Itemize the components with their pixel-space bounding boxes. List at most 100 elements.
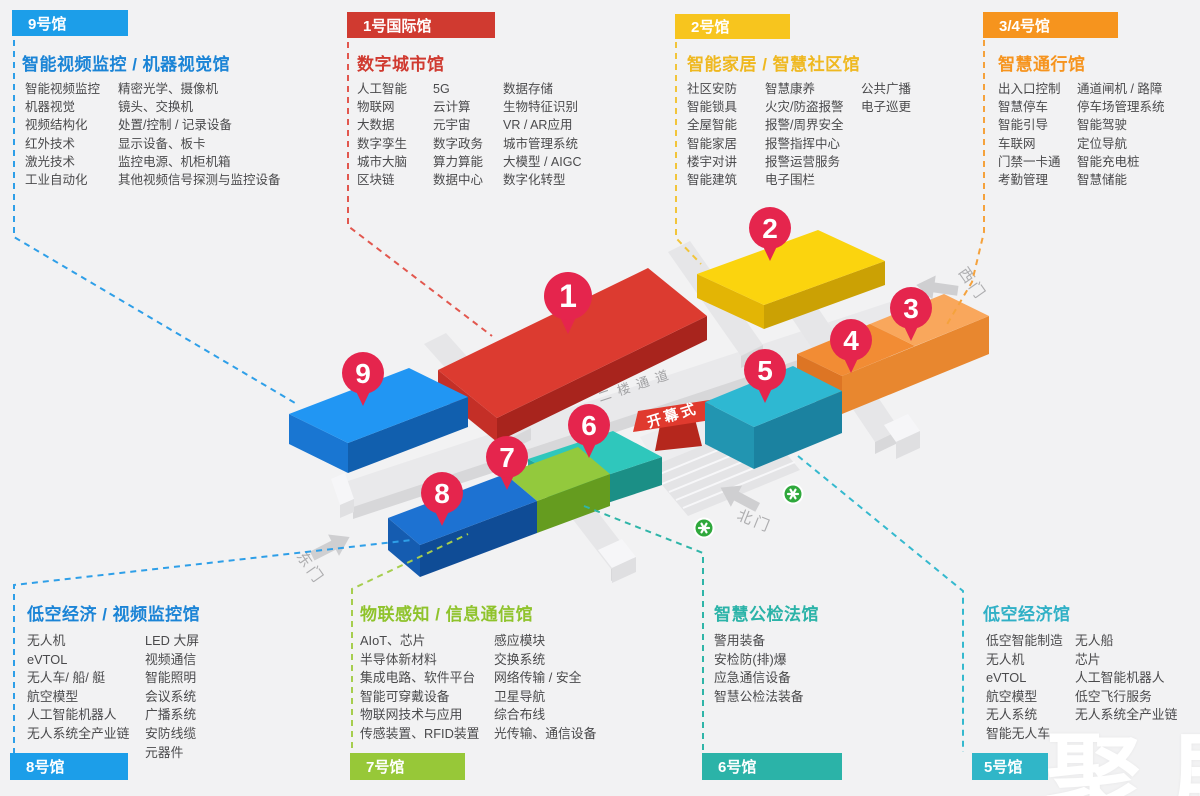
list-item: 电子围栏 (765, 173, 816, 188)
list-item: 大模型 / AIGC (503, 154, 582, 169)
list-item: 综合布线 (494, 707, 546, 723)
list-item: 会议系统 (145, 688, 197, 704)
hall-9-marker: 9 (342, 352, 384, 406)
list-item: 智慧储能 (1077, 173, 1128, 188)
connector-hall5 (797, 455, 964, 752)
list-item: 广播系统 (145, 707, 197, 723)
list-item: 停车场管理系统 (1077, 100, 1165, 115)
hall-5-left (705, 402, 754, 469)
list-item: 报警指挥中心 (765, 136, 841, 151)
hall-5-right (754, 391, 842, 469)
list-item: 无人系统 (986, 707, 1038, 723)
list-item: 定位导航 (1077, 136, 1128, 151)
svg-text:9: 9 (355, 358, 371, 389)
list-item: 元宇宙 (433, 118, 471, 133)
list-item: 监控电源、机柜机箱 (118, 154, 231, 169)
list-item: 处置/控制 / 记录设备 (118, 118, 232, 133)
list-item: 云计算 (433, 100, 471, 115)
hall-1-top (438, 268, 707, 418)
list-item: 门禁一卡通 (998, 154, 1061, 169)
list-item: 智能充电桩 (1077, 154, 1140, 169)
list-item: 半导体新材料 (360, 651, 437, 667)
list-item: 人工智能 (357, 82, 408, 96)
list-item: 低空智能制造 (986, 633, 1063, 648)
hall6-list-col1: 警用装备安检防(排)爆应急通信设备智慧公检法装备 (714, 632, 804, 706)
list-item: eVTOL (986, 670, 1027, 686)
connector-hall7 (351, 533, 469, 748)
list-item: AIoT、芯片 (360, 633, 426, 648)
hall34-list-col1: 出入口控制智慧停车智能引导车联网门禁一卡通考勤管理 (998, 80, 1077, 189)
hall8-badge: 8号馆 (10, 753, 128, 780)
hall6-badge: 6号馆 (702, 753, 842, 780)
east-gate: 东门 (293, 534, 350, 588)
list-item: 电子巡更 (861, 100, 912, 115)
hall-7-top (505, 447, 610, 501)
list-item: 机器视觉 (25, 100, 76, 115)
hall-3-marker: 3 (890, 287, 932, 341)
list-item: eVTOL (27, 651, 68, 667)
list-item: 无人机 (986, 651, 1025, 667)
metro-icon (693, 517, 715, 539)
svg-text:2: 2 (762, 213, 778, 244)
hall2-badge: 2号馆 (675, 14, 790, 39)
list-item: 智能家居 (687, 136, 738, 151)
svg-text:6: 6 (581, 410, 597, 441)
hall-3-front (842, 316, 989, 414)
list-item: 智能锁具 (687, 100, 738, 115)
list-item: 镜头、交换机 (118, 100, 194, 115)
list-item: 城市管理系统 (503, 136, 579, 151)
hall-2-left (697, 274, 764, 329)
list-item: 智能驾驶 (1077, 118, 1128, 133)
hall8-title: 低空经济 / 视频监控馆 (27, 605, 201, 624)
hall2-title: 智能家居 / 智慧社区馆 (687, 55, 861, 74)
hall-2-right (764, 261, 885, 329)
list-item: 视频结构化 (25, 118, 88, 133)
hall2-list-col2: 智慧康养火灾/防盗报警报警/周界安全报警指挥中心报警运营服务电子围栏 (765, 80, 861, 189)
hall-8-marker: 8 (421, 472, 463, 526)
hall-9-top (289, 368, 468, 443)
hall5-badge: 5号馆 (972, 753, 1048, 780)
elevator-block-2-front (896, 431, 920, 459)
hall34-title: 智慧通行馆 (998, 55, 1086, 74)
hall5-list-col2: 无人船芯片人工智能机器人低空飞行服务无人系统全产业链 (1075, 632, 1177, 744)
hall9-list-col1: 智能视频监控机器视觉视频结构化红外技术激光技术工业自动化 (25, 80, 118, 189)
hall9-list-col2: 精密光学、摄像机镜头、交换机处置/控制 / 记录设备显示设备、板卡监控电源、机柜… (118, 80, 281, 189)
hall-5-block (705, 366, 842, 469)
svg-text:3: 3 (903, 293, 919, 324)
list-item: 智能无人车 (986, 725, 1050, 741)
hall2-list-col3: 公共广播电子巡更 (861, 80, 911, 189)
north-gate-label: 北门 (735, 507, 775, 536)
list-item: 感应模块 (494, 633, 546, 648)
connector-hall8 (13, 539, 413, 754)
svg-text:1: 1 (559, 278, 577, 314)
hall-3-top (870, 294, 989, 346)
list-item: 出入口控制 (998, 82, 1061, 96)
list-item: 报警/周界安全 (765, 118, 844, 133)
hall-5-top (705, 366, 842, 427)
list-item: 航空模型 (27, 688, 79, 704)
list-item: 卫星导航 (494, 688, 546, 704)
list-item: 算力算能 (433, 154, 484, 169)
hall-2-top (697, 230, 885, 305)
list-item: 智能建筑 (687, 173, 738, 188)
list-item: 城市大脑 (357, 154, 408, 169)
hall7-title: 物联感知 / 信息通信馆 (360, 605, 534, 624)
list-item: 元器件 (145, 744, 184, 760)
list-item: 无人系统全产业链 (1075, 707, 1178, 723)
hall-7-block (505, 447, 610, 533)
list-item: 生物特征识别 (503, 100, 579, 115)
svg-text:4: 4 (843, 325, 859, 356)
hall7-list-col2: 感应模块交换系统网络传输 / 安全卫星导航综合布线光传输、通信设备 (494, 632, 596, 744)
connector-hall34 (945, 40, 985, 327)
list-item: 通道闸机 / 路障 (1077, 82, 1163, 96)
hall-8-top (388, 474, 537, 545)
hall34-list-col2: 通道闸机 / 路障停车场管理系统智能驾驶定位导航智能充电桩智慧储能 (1077, 80, 1165, 189)
east-gate-arrow-icon (309, 534, 350, 561)
hall1-badge: 1号国际馆 (347, 12, 495, 38)
list-item: 安检防(排)爆 (714, 651, 787, 667)
hall6-title: 智慧公检法馆 (714, 605, 819, 624)
hall-4-marker: 4 (830, 319, 872, 373)
list-item: 芯片 (1075, 651, 1101, 667)
